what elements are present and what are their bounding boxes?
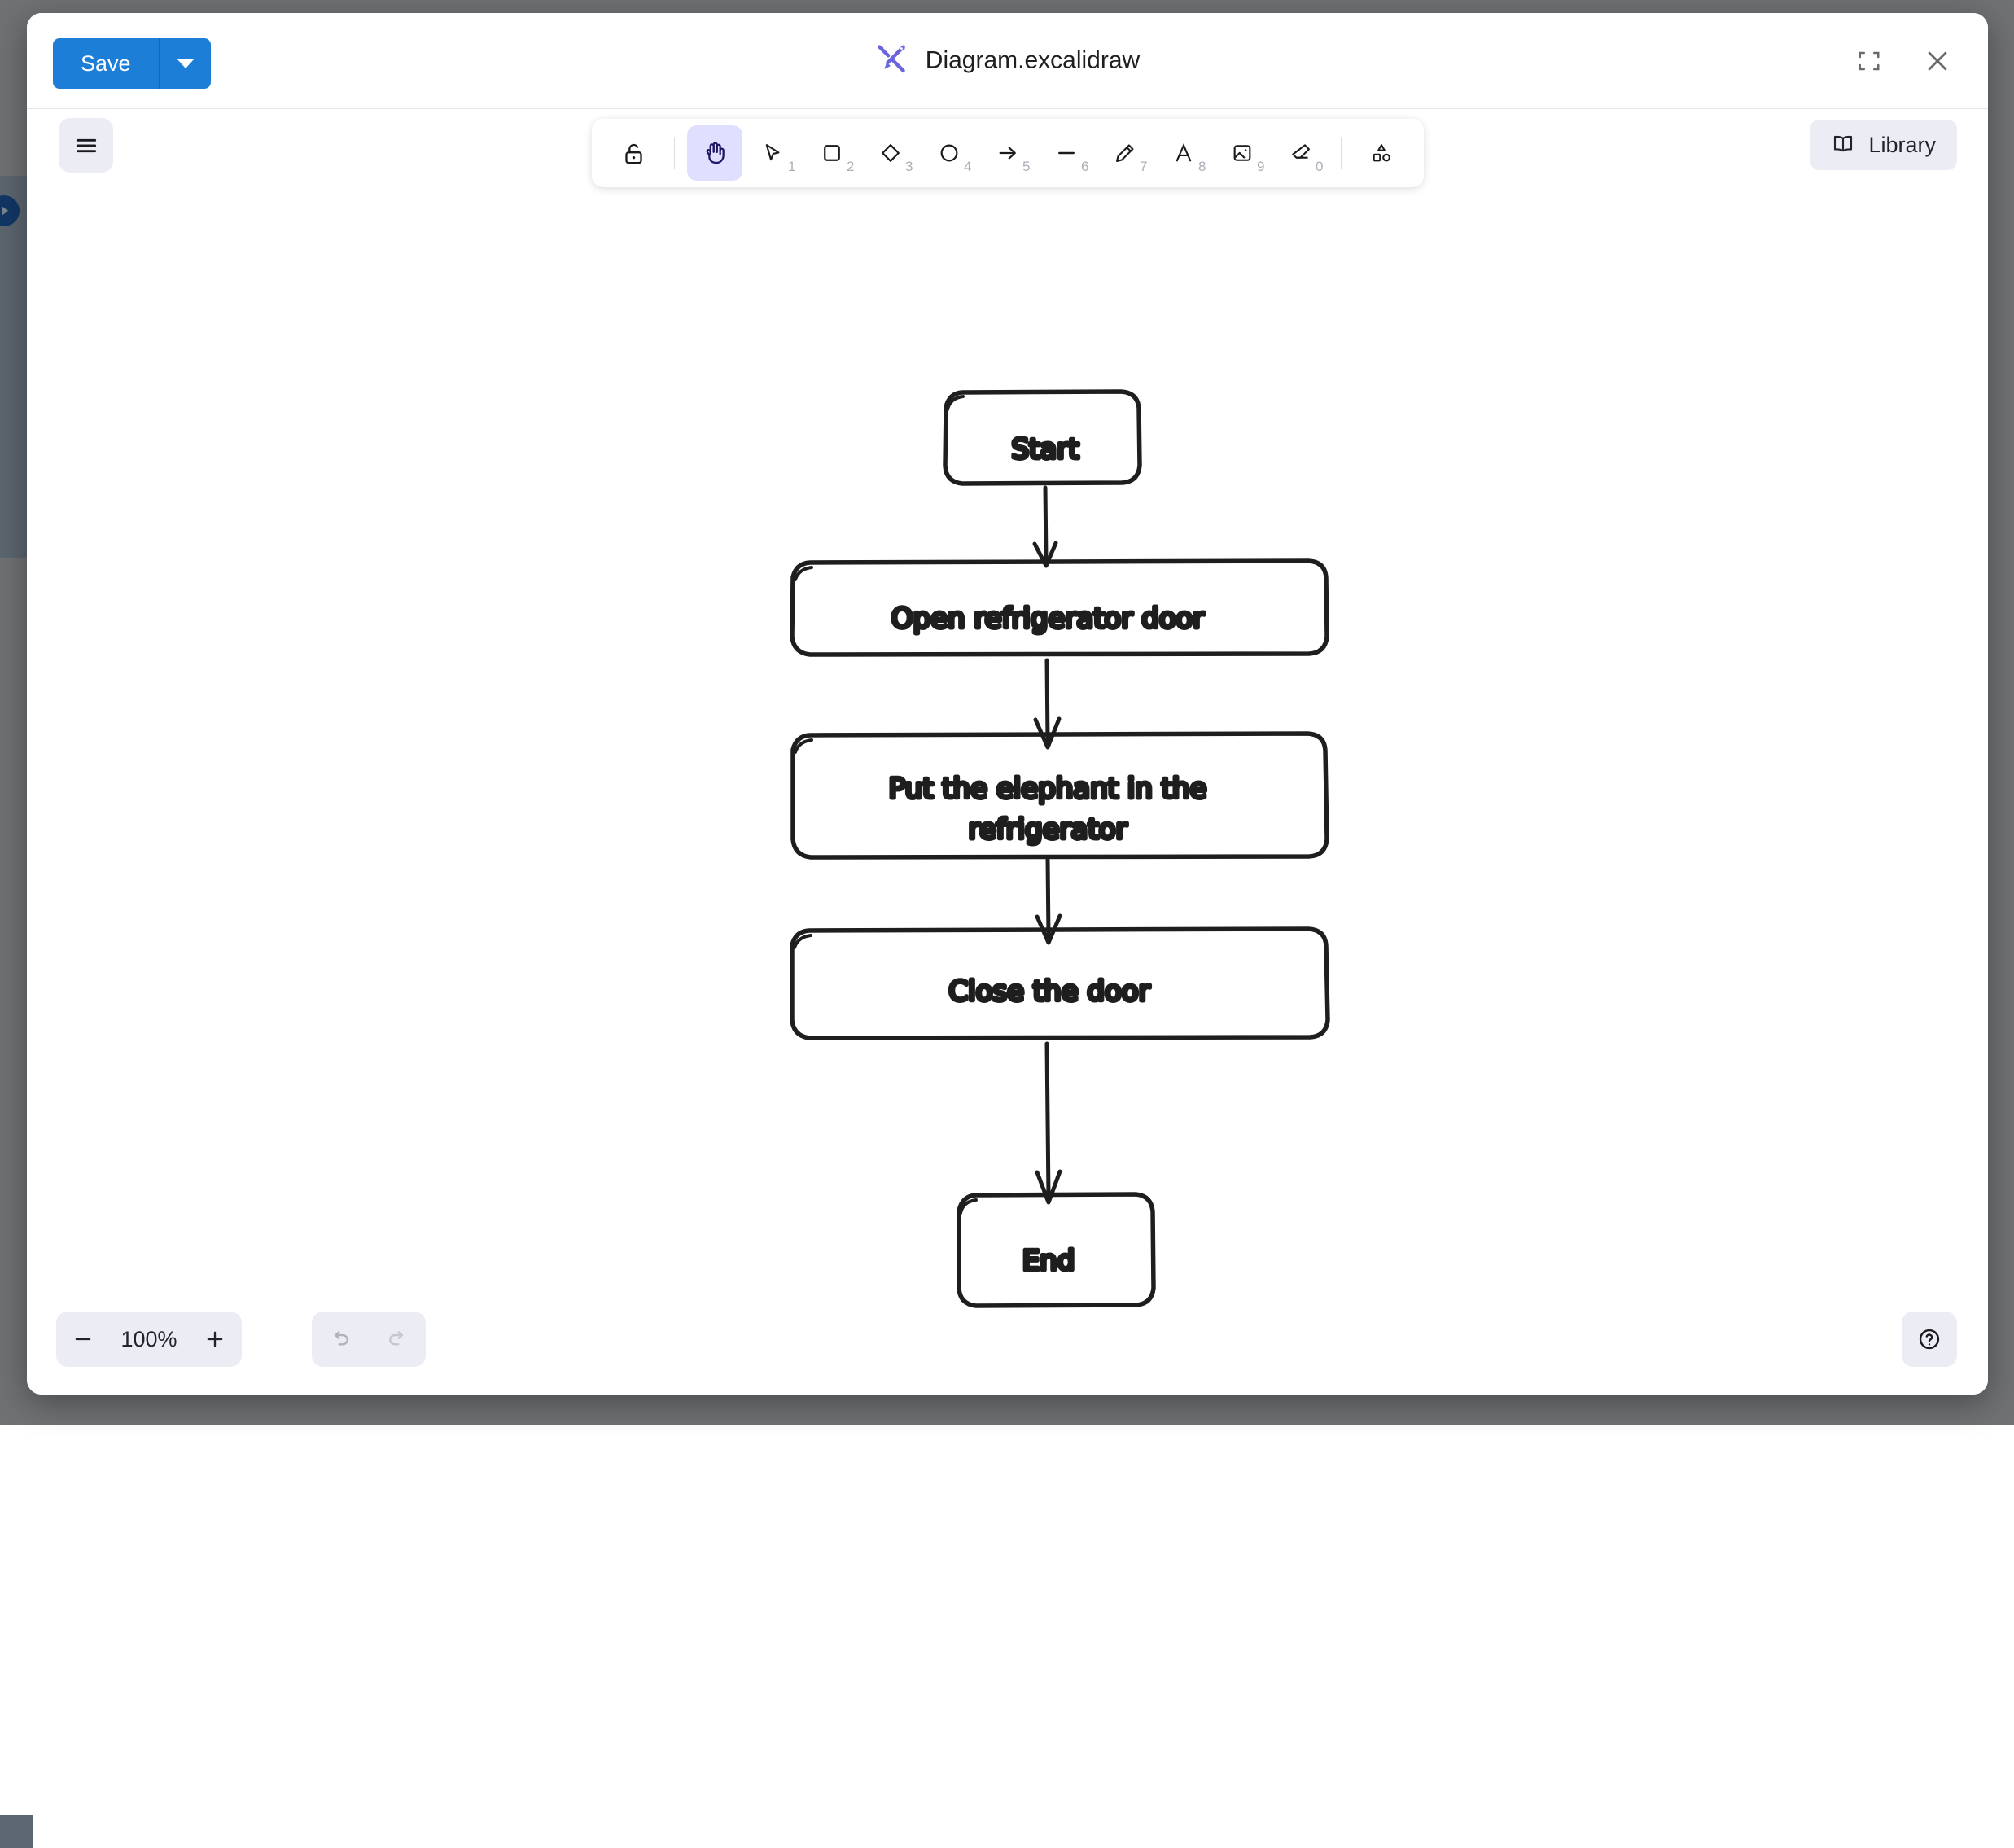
tool-shortcut: 5	[1022, 160, 1030, 173]
tool-shortcut: 3	[905, 160, 913, 173]
document-title-group: Diagram.excalidraw	[875, 42, 1140, 79]
save-button[interactable]: Save	[53, 38, 159, 89]
hand-icon[interactable]	[687, 125, 742, 181]
book-icon	[1831, 132, 1855, 159]
canvas-area[interactable]: 1 2 3 4	[27, 109, 1988, 1395]
save-button-group: Save	[53, 38, 211, 89]
close-button[interactable]	[1918, 42, 1957, 81]
node-label-close: Close the door	[948, 975, 1149, 1008]
page-title: Diagram.excalidraw	[926, 47, 1140, 75]
lock-icon[interactable]	[606, 125, 662, 181]
tool-palette: 1 2 3 4	[592, 119, 1424, 187]
tool-shortcut: 0	[1316, 160, 1323, 173]
tool-shortcut: 7	[1140, 160, 1147, 173]
node-label-put-line1: Put the elephant in the	[889, 773, 1207, 805]
eraser-icon[interactable]: 0	[1273, 125, 1329, 181]
node-label-open: Open refrigerator door	[891, 602, 1205, 635]
zoom-out-button[interactable]	[56, 1312, 110, 1367]
history-controls	[312, 1312, 426, 1367]
undo-button[interactable]	[312, 1312, 369, 1367]
node-label-end: End	[1022, 1245, 1075, 1277]
tool-shortcut: 9	[1257, 160, 1264, 173]
node-close	[792, 929, 1328, 1038]
rectangle-icon[interactable]: 2	[804, 125, 860, 181]
library-button[interactable]: Library	[1810, 120, 1957, 170]
node-end	[959, 1194, 1154, 1306]
edge-put-close	[1037, 860, 1060, 943]
excalidraw-logo-icon	[875, 42, 908, 79]
edge-open-put	[1035, 660, 1059, 747]
diamond-icon[interactable]: 3	[863, 125, 918, 181]
text-icon[interactable]: 8	[1156, 125, 1211, 181]
redo-button[interactable]	[369, 1312, 426, 1367]
help-button[interactable]	[1902, 1312, 1957, 1367]
save-dropdown-button[interactable]	[160, 38, 211, 89]
edge-start-open	[1035, 488, 1056, 566]
flowchart-canvas: Start Open refrigerator door	[27, 109, 1988, 1395]
tool-shortcut: 2	[847, 160, 854, 173]
background-strip	[0, 1815, 33, 1848]
node-label-put-line2: refrigerator	[969, 813, 1127, 846]
toolbar-divider-2	[1341, 137, 1342, 169]
zoom-in-button[interactable]	[188, 1312, 242, 1367]
node-put	[793, 734, 1327, 857]
ellipse-icon[interactable]: 4	[922, 125, 977, 181]
zoom-level-value[interactable]: 100%	[110, 1327, 188, 1352]
tool-shortcut: 6	[1081, 160, 1088, 173]
node-open	[792, 561, 1327, 655]
chevron-down-icon	[177, 59, 194, 68]
pencil-icon[interactable]: 7	[1097, 125, 1153, 181]
tool-shortcut: 4	[964, 160, 971, 173]
fullscreen-button[interactable]	[1850, 42, 1889, 81]
tool-shortcut: 8	[1198, 160, 1206, 173]
library-label: Library	[1868, 133, 1936, 158]
selection-icon[interactable]: 1	[746, 125, 801, 181]
shapes-icon[interactable]	[1354, 125, 1409, 181]
node-label-start: Start	[1011, 433, 1079, 466]
tool-shortcut: 1	[788, 160, 795, 173]
excalidraw-modal: Save Diagram.excalidraw	[27, 13, 1988, 1395]
node-start	[945, 392, 1140, 484]
title-bar: Save Diagram.excalidraw	[27, 13, 1988, 109]
line-icon[interactable]: 6	[1039, 125, 1094, 181]
arrow-icon[interactable]: 5	[980, 125, 1035, 181]
window-controls	[1850, 42, 1957, 81]
zoom-controls: 100%	[56, 1312, 242, 1367]
image-icon[interactable]: 9	[1215, 125, 1270, 181]
edge-close-end	[1037, 1044, 1060, 1202]
toolbar-divider	[674, 137, 675, 169]
hamburger-menu-icon[interactable]	[59, 118, 113, 173]
